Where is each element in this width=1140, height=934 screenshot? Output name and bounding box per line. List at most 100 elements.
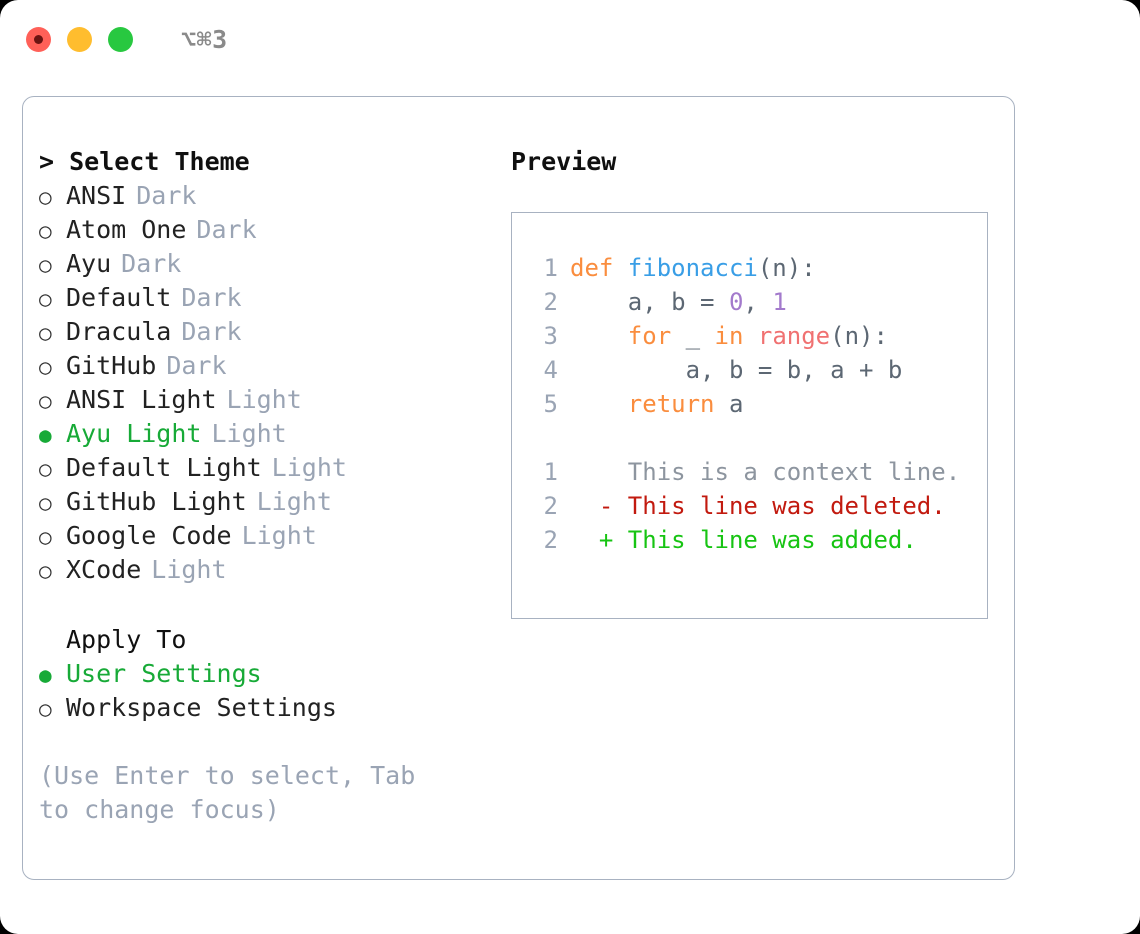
diff-marker: -: [570, 492, 614, 520]
theme-variant-tag: Light: [211, 419, 287, 448]
code-token: [570, 387, 628, 421]
radio-unselected-icon: ○: [39, 287, 52, 311]
code-line: 3 for _ in range(n):: [512, 319, 987, 353]
theme-option-label: Ayu: [66, 249, 112, 278]
radio-unselected-icon: ○: [39, 253, 52, 277]
theme-option-dracula[interactable]: ○ Dracula Dark: [39, 315, 501, 349]
theme-variant-tag: Light: [256, 487, 332, 516]
apply-to-section: Apply To ●User Settings ○ Workspace Settin…: [39, 623, 501, 725]
theme-option-github[interactable]: ○ GitHub Dark: [39, 349, 501, 383]
code-spacer: [512, 421, 987, 455]
apply-to-option-label: User Settings: [66, 659, 262, 688]
code-token: in: [714, 322, 744, 350]
theme-option-label: XCode: [66, 555, 142, 584]
code-line: 4 a, b = b, a + b: [512, 353, 987, 387]
theme-option-label: Atom One: [66, 215, 187, 244]
diff-text: This line was added.: [613, 526, 917, 554]
code-token: 1: [772, 288, 787, 316]
apply-to-option-workspace-settings[interactable]: ○ Workspace Settings: [39, 691, 501, 725]
theme-option-label: GitHub Light: [66, 487, 247, 516]
radio-unselected-icon: ○: [39, 185, 52, 209]
code-token: def: [570, 254, 628, 282]
apply-to-option-user-settings[interactable]: ●User Settings: [39, 657, 501, 691]
apply-to-option-list[interactable]: ●User Settings ○ Workspace Settings: [39, 657, 501, 725]
title-bar: ⌥⌘3: [0, 0, 1140, 78]
theme-option-label: Ayu Light: [66, 419, 202, 448]
code-token: [570, 319, 628, 353]
close-button[interactable]: [26, 26, 51, 52]
theme-option-ayu[interactable]: ○ Ayu Dark: [39, 247, 501, 281]
line-number: 2: [543, 492, 558, 520]
minimize-button[interactable]: [67, 26, 92, 52]
code-token: (n):: [757, 254, 816, 282]
theme-option-xcode[interactable]: ○ XCode Light: [39, 553, 501, 587]
theme-variant-tag: Dark: [121, 249, 182, 278]
radio-unselected-icon: ○: [39, 219, 52, 243]
theme-option-ayu-light[interactable]: ● Ayu Light Light: [39, 417, 501, 451]
diff-text: This is a context line.: [613, 458, 961, 486]
maximize-button[interactable]: [108, 26, 133, 52]
theme-variant-tag: Dark: [181, 283, 242, 312]
theme-option-label: Dracula: [66, 317, 172, 346]
theme-option-label: GitHub: [66, 351, 157, 380]
diff-line: 2 - This line was deleted.: [512, 489, 987, 523]
radio-unselected-icon: ○: [39, 491, 52, 515]
theme-option-label: Google Code: [66, 521, 232, 550]
radio-unselected-icon: ○: [39, 697, 52, 721]
code-token: return: [627, 390, 715, 418]
radio-unselected-icon: ○: [39, 355, 52, 379]
code-token: a, b = b, a + b: [570, 356, 903, 384]
keyboard-shortcut-label: ⌥⌘3: [181, 24, 228, 54]
line-number: 2: [543, 288, 558, 316]
code-token: 0: [728, 288, 744, 316]
radio-unselected-icon: ○: [39, 525, 52, 549]
code-token: a: [714, 390, 744, 418]
radio-unselected-icon: ○: [39, 321, 52, 345]
keyboard-hint-text: (Use Enter to select, Tab to change focu…: [39, 761, 431, 824]
theme-variant-tag: Light: [151, 555, 227, 584]
radio-unselected-icon: ○: [39, 559, 52, 583]
theme-variant-tag: Dark: [196, 215, 257, 244]
diff-line: 1 This is a context line.: [512, 455, 987, 489]
apply-to-option-label: Workspace Settings: [66, 693, 337, 722]
diff-text: This line was deleted.: [613, 492, 946, 520]
theme-option-atom-one[interactable]: ○ Atom One Dark: [39, 213, 501, 247]
theme-option-label: Default Light: [66, 453, 262, 482]
radio-unselected-icon: ○: [39, 389, 52, 413]
code-line: 2 a, b = 0, 1: [512, 285, 987, 319]
line-number: 1: [543, 254, 558, 282]
code-token: ,: [743, 288, 773, 316]
diff-sample: 1 This is a context line.2 - This line w…: [512, 455, 987, 557]
code-token: [743, 319, 757, 353]
theme-option-default[interactable]: ○ Default Dark: [39, 281, 501, 315]
theme-option-default-light[interactable]: ○ Default Light Light: [39, 451, 501, 485]
theme-variant-tag: Light: [271, 453, 347, 482]
theme-variant-tag: Dark: [181, 317, 242, 346]
theme-option-label: Default: [66, 283, 172, 312]
apply-to-heading: Apply To: [66, 625, 187, 654]
code-token: (n):: [830, 322, 888, 350]
theme-option-github-light[interactable]: ○ GitHub Light Light: [39, 485, 501, 519]
radio-unselected-icon: ○: [39, 457, 52, 481]
code-token: _: [671, 322, 715, 350]
code-token: a, b =: [570, 288, 729, 316]
radio-selected-icon: ●: [39, 423, 52, 447]
line-number: 1: [543, 458, 558, 486]
line-number: 5: [543, 390, 558, 418]
line-number: 3: [543, 322, 558, 350]
theme-variant-tag: Dark: [136, 181, 197, 210]
diff-marker: +: [570, 526, 614, 554]
code-token: range: [757, 322, 831, 350]
theme-variant-tag: Dark: [166, 351, 227, 380]
